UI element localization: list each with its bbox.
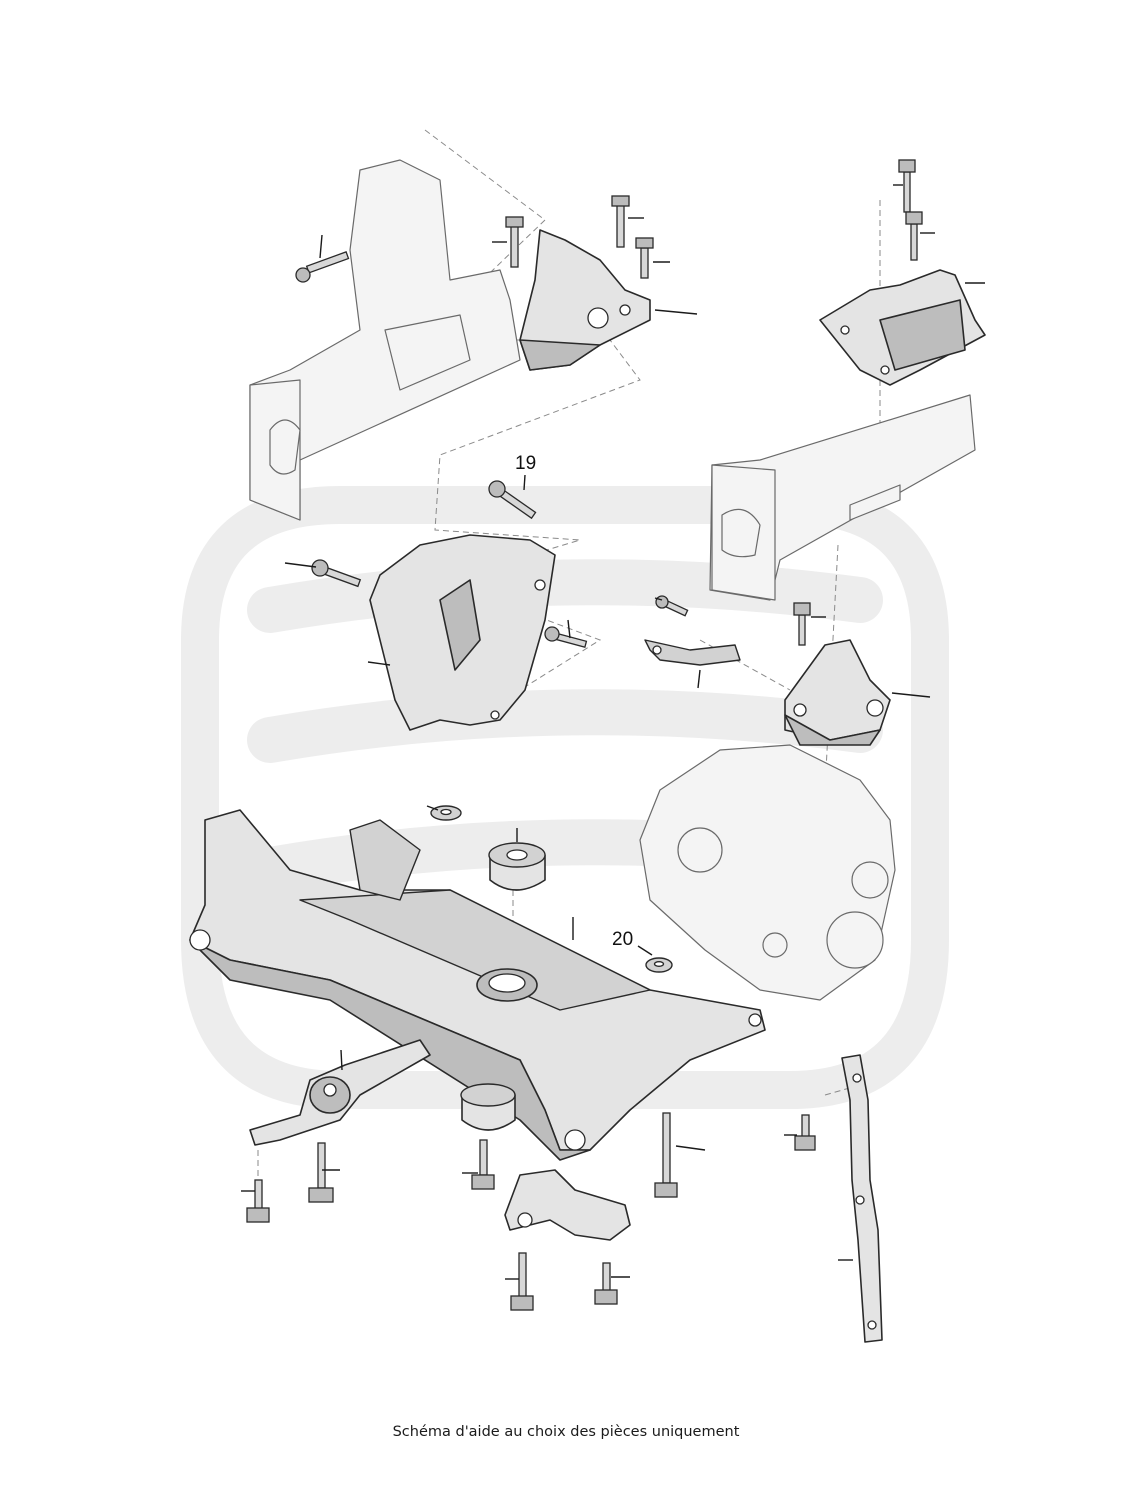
bolt-icon (898, 159, 916, 213)
torque-rod-small (644, 639, 741, 666)
bolt-icon (308, 1142, 334, 1203)
washer-20 (645, 957, 673, 973)
bolt-icon (544, 626, 588, 648)
right-chassis-rail (709, 394, 976, 601)
left-chassis-rail (249, 159, 521, 521)
gearbox-housing (639, 744, 896, 1001)
bolt-icon (635, 237, 654, 279)
front-subframe (189, 809, 766, 1161)
bolt-icon (295, 251, 350, 283)
callout-19-label: 19 (515, 453, 536, 474)
pendulum-support-arm (249, 1039, 431, 1146)
transmission-support-right (784, 639, 891, 746)
rubber-bushing-lower (460, 1083, 516, 1131)
engine-mount-upper-left (519, 229, 651, 371)
rubber-bushing-upper (488, 842, 546, 891)
lower-bracket (504, 1169, 631, 1241)
callout-20-label: 20 (612, 929, 633, 950)
transmission-mount-upper-right (819, 269, 986, 386)
bolt-19-icon (488, 480, 537, 520)
bolt-icon (471, 1139, 495, 1190)
bolt-icon (246, 1179, 270, 1223)
bolt-icon (794, 1114, 816, 1151)
washer-upper (430, 805, 462, 821)
leader-lines (241, 184, 985, 1280)
bolt-icon (510, 1252, 534, 1311)
bolt-icon (654, 1112, 678, 1198)
diagram-caption: Schéma d'aide au choix des pièces unique… (392, 1424, 740, 1440)
bolt-icon (505, 216, 524, 268)
bolt-icon (311, 559, 362, 588)
bolt-icon (905, 211, 923, 261)
support-strap (841, 1054, 883, 1343)
bolt-icon (611, 195, 630, 248)
engine-support-bracket (369, 534, 556, 731)
bolt-icon (594, 1262, 618, 1305)
callout-20: 20 (612, 929, 653, 956)
bolt-icon (793, 602, 811, 646)
callout-19: 19 (515, 453, 536, 491)
